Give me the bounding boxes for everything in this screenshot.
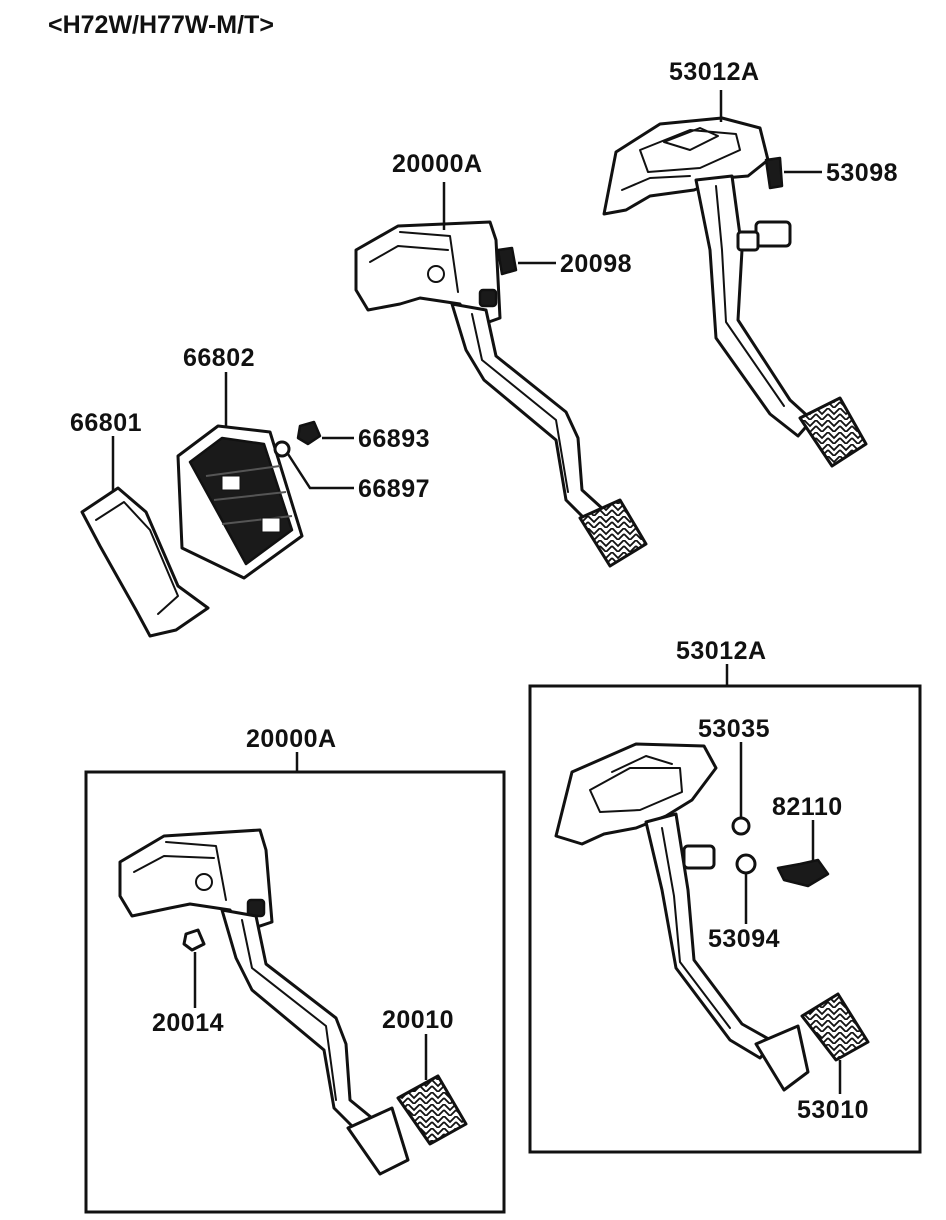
label-66897: 66897 (358, 475, 430, 503)
label-20010: 20010 (382, 1006, 454, 1034)
label-66801: 66801 (70, 409, 142, 437)
label-20098: 20098 (560, 250, 632, 278)
label-82110: 82110 (772, 793, 843, 821)
label-20014: 20014 (152, 1009, 224, 1037)
label-20000A-box: 20000A (246, 725, 337, 753)
label-53035: 53035 (698, 715, 770, 743)
label-53012A-top: 53012A (669, 58, 760, 86)
diagram-title: <H72W/H77W-M/T> (48, 11, 274, 39)
label-53012A-box: 53012A (676, 637, 767, 665)
brake-pedal-assembly-box: 53012A 53035 82110 53094 53010 (528, 637, 922, 1154)
brake-pedal-assembly-top: 53012A 53098 (602, 58, 898, 468)
label-66893: 66893 (358, 425, 430, 453)
label-53010: 53010 (797, 1096, 869, 1124)
label-53094: 53094 (708, 925, 780, 953)
clutch-pedal-assembly-box: 20000A 20014 20010 (84, 725, 506, 1214)
foot-rest-group: 66802 66801 66893 66897 (70, 344, 430, 638)
label-20000A-top: 20000A (392, 150, 483, 178)
label-53098: 53098 (826, 159, 898, 187)
label-66802: 66802 (183, 344, 255, 372)
clutch-pedal-assembly-top: 20000A 20098 (354, 150, 648, 568)
